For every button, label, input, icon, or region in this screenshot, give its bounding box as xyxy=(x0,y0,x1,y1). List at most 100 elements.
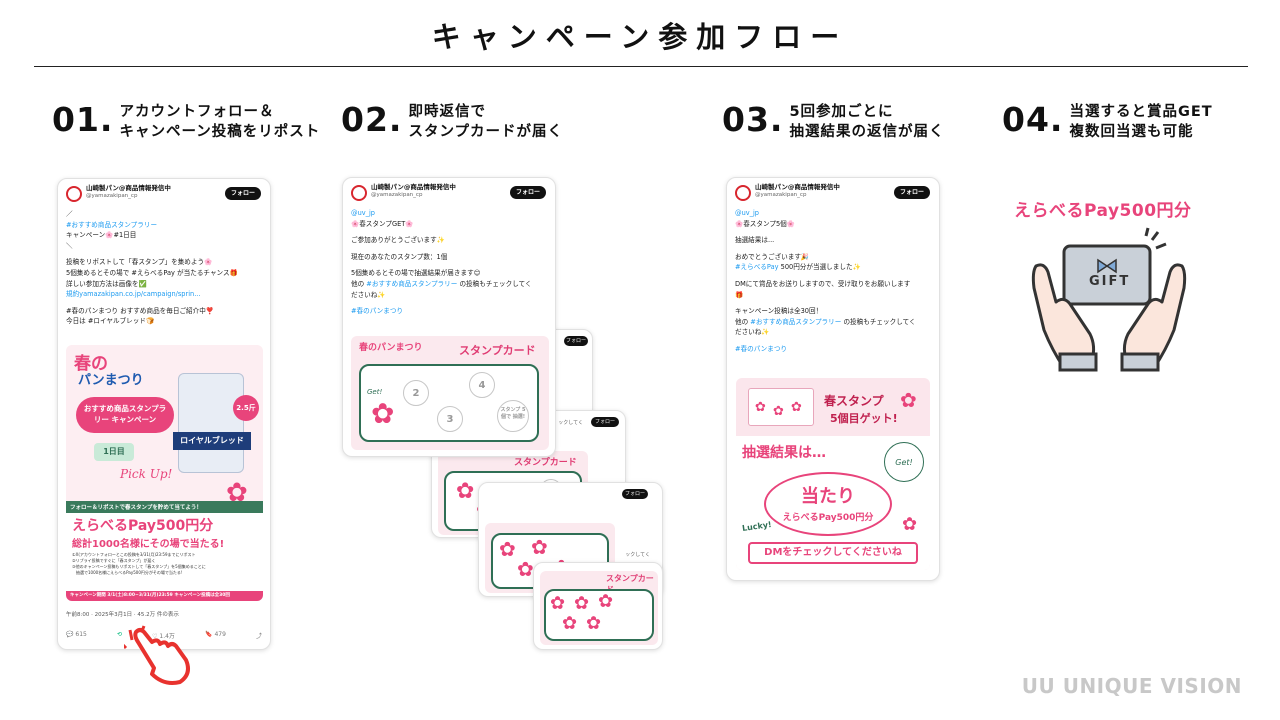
mention-link[interactable]: @uv_jp xyxy=(351,209,375,217)
flower-icon: ✿ xyxy=(902,514,918,535)
flower-icon: ✿ xyxy=(791,400,802,415)
reply-button[interactable]: 💬 615 xyxy=(66,631,87,640)
hashtag-link[interactable]: #おすすめ商品スタンプラリー xyxy=(750,317,842,326)
win-prize: えらべるPay500円分 xyxy=(782,513,874,523)
follow-button[interactable]: フォロー xyxy=(622,489,648,499)
post-line: 5個集めるとその場で #えらべるPay が当たるチャンス🎁 xyxy=(66,268,238,277)
image-title-festival: パンまつり xyxy=(78,373,144,388)
stamp-area: ✿ ✿ ✿ ✿ ✿ xyxy=(544,589,654,641)
bread-package: ロイヤルブレッド xyxy=(173,373,251,473)
hands-holding-gift-icon xyxy=(1031,227,1187,372)
account-info: 山崎製パン@商品情報発信中 @yamazakipan_cp xyxy=(755,184,840,208)
stamp-slot: 4 xyxy=(469,372,495,398)
post-line: 投稿をリポストして「春スタンプ」を集めよう🌸 xyxy=(66,258,213,267)
get-seal: Get! xyxy=(884,442,924,482)
hashtag-link[interactable]: #おすすめ商品スタンプラリー xyxy=(66,220,158,229)
flower-stamp-icon: ✿ xyxy=(574,593,590,614)
stamp-card-title: スタンプカード xyxy=(514,458,577,468)
stamp-slot-final: スタンプ 5個で 抽選! xyxy=(497,400,529,432)
stamp-area: Get! ✿ 2 3 4 スタンプ 5個で 抽選! xyxy=(359,364,539,442)
follow-button[interactable]: フォロー xyxy=(591,417,619,427)
step-line-1: 当選すると賞品GET xyxy=(1069,104,1213,120)
banner-step: ①X(アカウントフォローとこの投稿を3/31(月)23:59までにリポスト xyxy=(72,552,196,557)
post-line: ／ xyxy=(66,210,73,218)
lucky-label: Lucky! xyxy=(741,519,773,534)
account-id: @yamazakipan_cp xyxy=(371,191,423,198)
follow-button[interactable]: フォロー xyxy=(564,336,588,346)
gift-label: GIFT xyxy=(1089,274,1131,289)
page-title: キャンペーン参加フロー xyxy=(431,20,849,54)
post-line: 🌸春スタンプGET🌸 xyxy=(351,219,414,228)
post-body: @uv_jp 🌸春スタンプ5個🌸 抽選結果は... おめでとうございます🎉 #え… xyxy=(727,208,939,355)
step-text: 5回参加ごとに 抽選結果の返信が届く xyxy=(789,102,944,142)
post-header: 山崎製パン@商品情報発信中 @yamazakipan_cp フォロー xyxy=(343,178,555,208)
step-line-2: スタンプカードが届く xyxy=(408,124,564,140)
step-line-2: 複数回当選も可能 xyxy=(1069,124,1194,140)
banner-steps: ①X(アカウントフォローとこの投稿を3/31(月)23:59までにリポスト ②リ… xyxy=(66,550,263,576)
banner-step: 抽選で1000名様にえらべるPay500円分がその場で当たる! xyxy=(72,570,183,575)
step-2: 02. 即時返信で スタンプカードが届く xyxy=(341,98,563,142)
hashtag-link[interactable]: #春のパンまつり xyxy=(735,344,788,353)
pointing-hand-icon xyxy=(124,625,190,685)
result-panel: 抽選結果は… Get! 当たり えらべるPay500円分 Lucky! ✿ DM… xyxy=(736,436,930,570)
follow-button[interactable]: フォロー xyxy=(894,186,930,199)
flower-icon: ✿ xyxy=(226,478,248,508)
banner-prize: えらべるPay500円分 xyxy=(72,518,214,534)
hashtag-link[interactable]: #春のパンまつり xyxy=(351,307,404,316)
banner-step: ③他のキャンペーン投稿もリポストして「春スタンプ」を5個集めることに xyxy=(72,564,206,569)
campaign-image[interactable]: 春の パンまつり おすすめ商品スタンプラリー キャンペーン 1日目 ロイヤルブレ… xyxy=(66,345,263,601)
repost-icon: ⟲ xyxy=(116,631,122,638)
post-line: 現在のあなたのスタンプ数：1個 xyxy=(351,252,448,261)
repost-button[interactable]: ⟲ xyxy=(117,631,122,640)
share-icon: ⤴ xyxy=(255,633,262,640)
post-header: 山崎製パン@商品情報発信中 @yamazakipan_cp フォロー xyxy=(58,179,270,209)
account-avatar[interactable] xyxy=(735,185,751,201)
banner-step: ②リプライ投稿ですぐに「春スタンプ」が届く xyxy=(72,558,156,563)
stamp-card-title: スタンプカード xyxy=(459,344,536,357)
stamp-card-image[interactable]: 春のパンまつり スタンプカード Get! ✿ 2 3 4 スタンプ 5個で 抽選… xyxy=(351,336,549,450)
stamp-count-text: 春スタンプ xyxy=(824,394,884,408)
mini-text: ックしてく xyxy=(625,552,650,558)
follow-button[interactable]: フォロー xyxy=(225,187,261,200)
stamp-card-image: スタンプカード ✿ ✿ ✿ ✿ ✿ xyxy=(540,571,658,645)
mini-stamp-card: ✿ ✿ ✿ xyxy=(748,388,814,426)
step-number: 04. xyxy=(1002,100,1064,139)
mention-link[interactable]: @uv_jp xyxy=(735,209,759,217)
like-button[interactable]: ♡ 1.4万 xyxy=(152,631,175,640)
share-button[interactable]: ⤴ xyxy=(256,631,262,640)
stamp-reply-card: 山崎製パン@商品情報発信中 @yamazakipan_cp フォロー @uv_j… xyxy=(342,177,556,457)
product-name: ロイヤルブレッド xyxy=(173,432,251,450)
post-body: ／ #おすすめ商品スタンプラリー キャンペーン🌸#1日目 ＼ 投稿をリポストして… xyxy=(58,209,270,327)
post-line: ＼ xyxy=(66,241,73,250)
post-header: 山崎製パン@商品情報発信中 @yamazakipan_cp フォロー xyxy=(727,178,939,208)
title-divider xyxy=(34,66,1248,67)
win-ellipse: 当たり えらべるPay500円分 xyxy=(764,472,892,536)
post-meta: 午前8:00 · 2025年3月1日 · 45.2万 件の表示 xyxy=(66,612,179,618)
mini-text: ックしてく xyxy=(558,420,583,426)
account-name: 山崎製パン@商品情報発信中 xyxy=(755,183,840,191)
account-avatar[interactable] xyxy=(351,185,367,201)
bookmark-button[interactable]: 🔖 479 xyxy=(205,631,226,640)
account-info: 山崎製パン@商品情報発信中 @yamazakipan_cp xyxy=(86,185,171,209)
reply-icon: 💬 xyxy=(66,631,74,638)
post-line: ださいね✨ xyxy=(735,328,770,337)
lottery-result-image[interactable]: ✿ ✿ ✿ 春スタンプ 5個目ゲット! ✿ 抽選結果は… Get! 当たり えら… xyxy=(736,378,930,570)
hashtag-link[interactable]: #おすすめ商品スタンプラリー xyxy=(366,279,458,288)
account-avatar[interactable] xyxy=(66,186,82,202)
step-text: アカウントフォロー＆ キャンペーン投稿をリポスト xyxy=(119,102,320,142)
follow-button[interactable]: フォロー xyxy=(510,186,546,199)
step-line-1: 5回参加ごとに xyxy=(789,104,894,120)
terms-link[interactable]: 規約yamazakipan.co.jp/campaign/sprin... xyxy=(66,290,201,299)
account-name: 山崎製パン@商品情報発信中 xyxy=(86,184,171,192)
post-line: 🎁 xyxy=(735,290,744,299)
flower-icon: ✿ xyxy=(755,400,766,415)
post-line: キャンペーン投稿は全30回！ xyxy=(735,307,823,316)
campaign-post-card: 山崎製パン@商品情報発信中 @yamazakipan_cp フォロー ／ #おす… xyxy=(57,178,271,650)
flower-stamp-icon: ✿ xyxy=(562,613,578,634)
hashtag-link[interactable]: #えらべるPay xyxy=(735,263,779,272)
stamp-slot: 3 xyxy=(437,406,463,432)
flower-icon: ✿ xyxy=(773,404,784,419)
like-icon: ♡ xyxy=(152,633,158,640)
post-line: 抽選結果は... xyxy=(735,236,775,245)
post-line: DMにて賞品をお送りしますので、受け取りをお願いします xyxy=(735,279,911,288)
